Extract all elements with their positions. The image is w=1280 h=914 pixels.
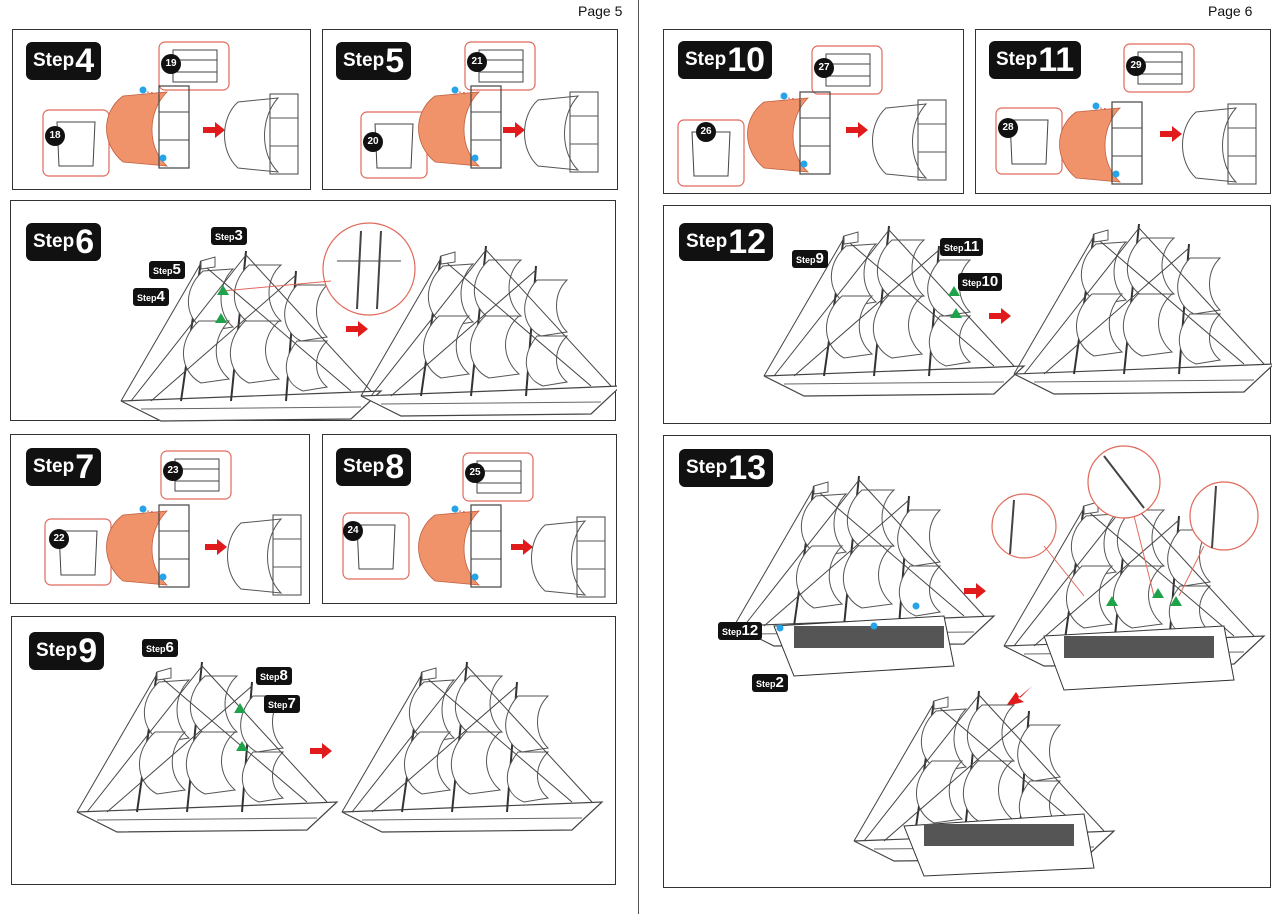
step-callout: Step9 <box>792 250 828 268</box>
page-number-left: Page 5 <box>578 3 623 19</box>
step-9-badge: Step9 <box>29 632 105 670</box>
step-callout: Step8 <box>256 667 292 685</box>
step-11-badge: Step11 <box>989 41 1082 79</box>
step-callout: Step7 <box>264 695 300 713</box>
step-callout: Step3 <box>211 227 247 245</box>
step-callout: Step4 <box>133 288 169 306</box>
page-divider <box>638 0 639 914</box>
step-4-panel: Step4 19 18 <box>12 29 311 190</box>
step-4-badge: Step4 <box>26 42 102 80</box>
step-callout: Step11 <box>940 238 984 256</box>
part-number: 24 <box>343 521 363 541</box>
part-number: 18 <box>45 126 65 146</box>
step-7-figure <box>44 450 302 596</box>
step-6-figure <box>120 222 617 422</box>
step-7-badge: Step7 <box>26 448 102 486</box>
step-callout: Step2 <box>752 674 788 692</box>
part-number: 26 <box>696 122 716 142</box>
part-number: 27 <box>814 58 834 78</box>
step-11-figure <box>995 43 1257 185</box>
part-number: 22 <box>49 529 69 549</box>
part-number: 21 <box>467 52 487 72</box>
step-7-panel: Step7 23 22 <box>10 434 310 604</box>
step-11-panel: Step11 29 28 <box>975 29 1271 194</box>
step-5-panel: Step5 21 20 <box>322 29 618 190</box>
step-9-panel: Step9 Step6 Step8 Step7 <box>11 616 616 885</box>
part-number: 29 <box>1126 56 1146 76</box>
step-10-figure <box>677 45 947 187</box>
step-callout: Step12 <box>718 622 763 640</box>
step-12-panel: Step12 Step9 Step11 Step10 <box>663 205 1272 424</box>
step-4-figure <box>42 41 299 177</box>
step-10-badge: Step10 <box>678 41 773 79</box>
step-8-panel: Step8 25 24 <box>322 434 617 604</box>
part-number: 23 <box>163 461 183 481</box>
step-13-badge: Step13 <box>679 449 774 487</box>
step-5-badge: Step5 <box>336 42 412 80</box>
step-callout: Step6 <box>142 639 178 657</box>
step-12-figure <box>763 223 1272 397</box>
step-12-badge: Step12 <box>679 223 774 261</box>
step-callout: Step10 <box>958 273 1003 291</box>
step-6-panel: Step6 Step3 Step5 Step4 <box>10 200 617 422</box>
part-number: 19 <box>161 54 181 74</box>
step-8-badge: Step8 <box>336 448 412 486</box>
page-number-right: Page 6 <box>1208 3 1253 19</box>
step-10-panel: Step10 27 26 <box>663 29 964 194</box>
step-6-badge: Step6 <box>26 223 102 261</box>
part-number: 20 <box>363 132 383 152</box>
part-number: 25 <box>465 463 485 483</box>
step-9-figure <box>76 661 603 833</box>
part-number: 28 <box>998 118 1018 138</box>
step-8-figure <box>342 452 606 598</box>
step-13-panel: Step13 Step12 Step2 <box>663 435 1271 888</box>
step-callout: Step5 <box>149 261 185 279</box>
step-13-figure <box>733 445 1265 877</box>
